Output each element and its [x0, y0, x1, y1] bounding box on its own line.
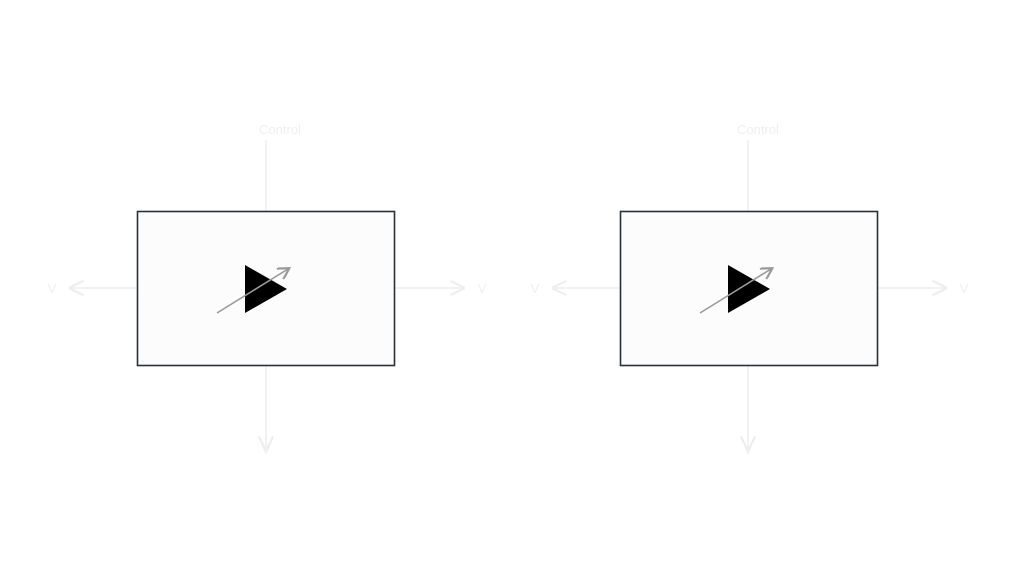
block-right: Control V V V: [531, 122, 969, 457]
control-label-left: Control: [259, 122, 301, 137]
bottom-label-right: V: [744, 442, 753, 457]
input-label-left: V: [48, 281, 57, 296]
output-label-left: V: [478, 281, 487, 296]
output-label-right: V: [960, 281, 969, 296]
block-left: Control V V V: [48, 122, 487, 457]
variable-amplifier-icon: [216, 265, 288, 314]
variable-amplifier-icon: [699, 265, 771, 314]
bottom-label-left: V: [262, 442, 271, 457]
control-label-right: Control: [737, 122, 779, 137]
input-label-right: V: [531, 281, 540, 296]
